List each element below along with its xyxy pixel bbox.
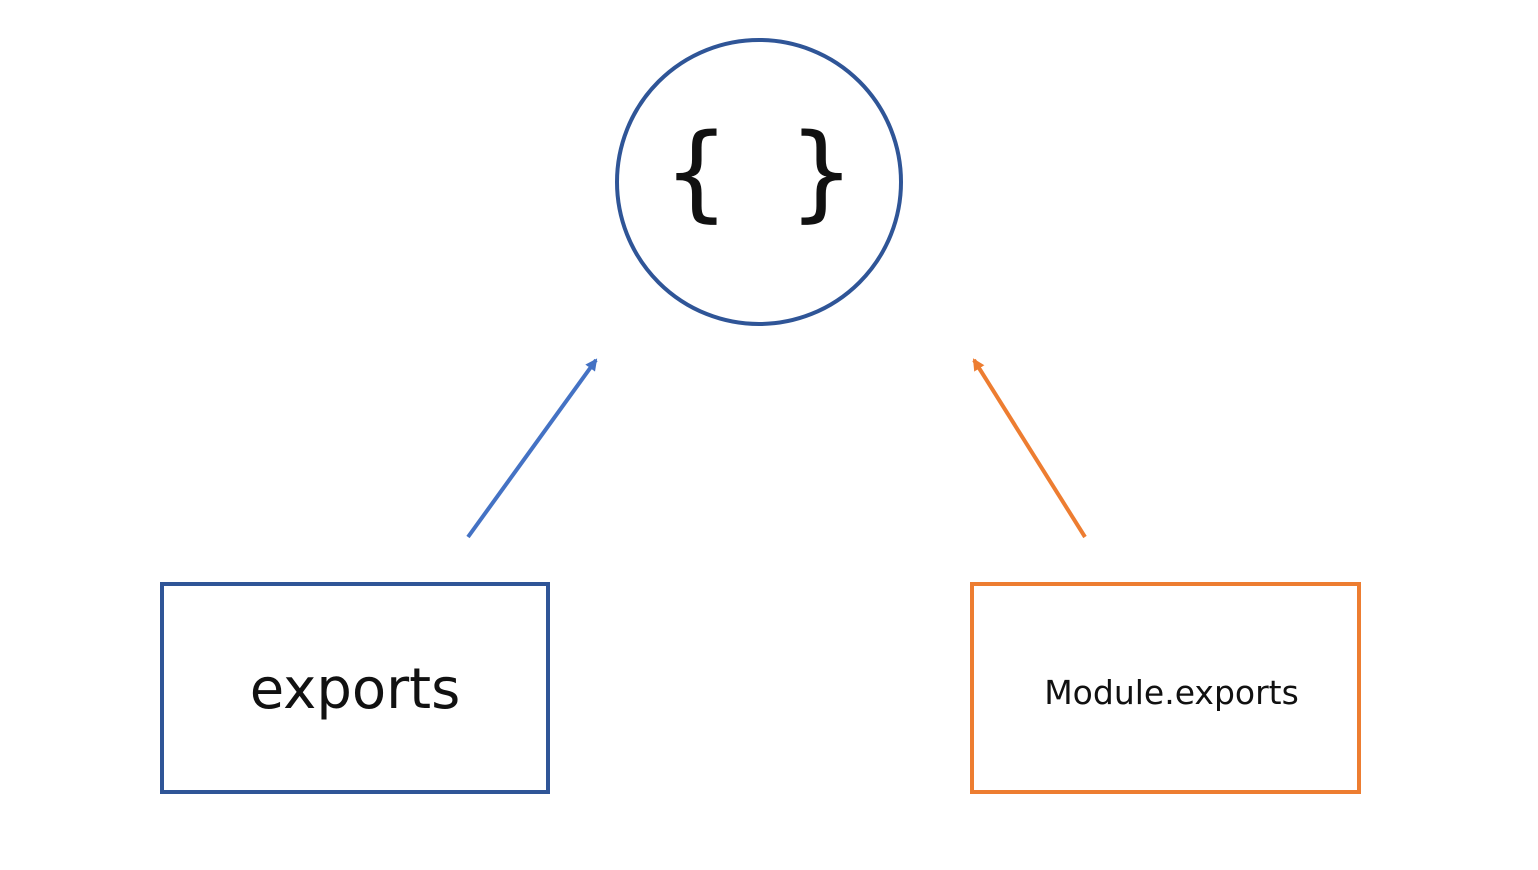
exports-label: exports (249, 657, 461, 722)
shared-object-node: { } (615, 38, 903, 326)
exports-to-object-arrow (466, 358, 598, 539)
object-literal-label: { } (665, 111, 853, 233)
exports-node: exports (160, 582, 550, 794)
module-exports-label: Module.exports (1044, 672, 1299, 712)
module-exports-to-object-arrow (972, 358, 1087, 539)
module-exports-node: Module.exports (970, 582, 1361, 794)
